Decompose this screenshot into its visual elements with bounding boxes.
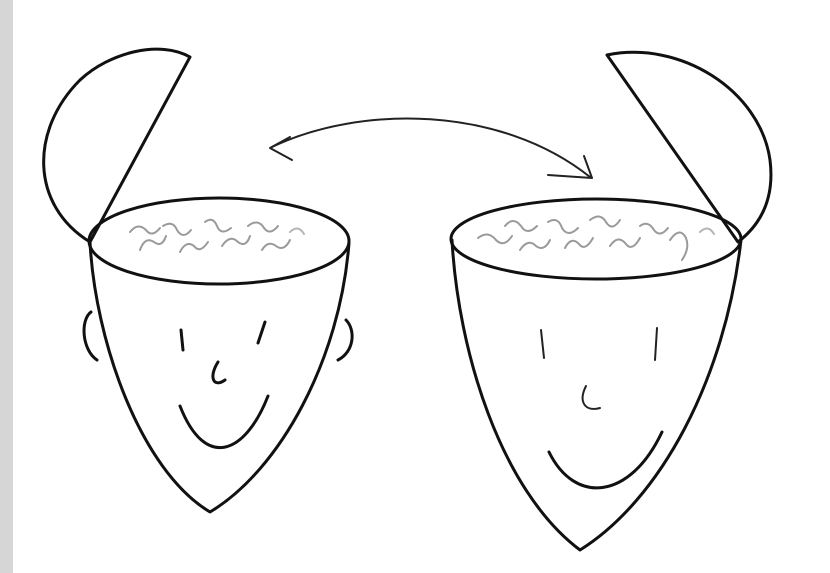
left-head-nose — [213, 362, 225, 383]
right-head-face — [452, 240, 741, 550]
swap-arrow — [270, 119, 592, 178]
right-head-lid — [607, 52, 771, 242]
left-head-brain — [130, 220, 304, 252]
left-head-eye-left — [181, 330, 183, 350]
left-head-smile — [180, 396, 268, 448]
left-head — [44, 49, 352, 512]
left-head-opening — [89, 198, 349, 284]
left-head-ear-left — [84, 312, 97, 360]
left-head-eye-right — [258, 322, 265, 343]
right-head-nose — [583, 386, 600, 409]
right-head-brain — [478, 216, 714, 260]
right-head-eye-left — [541, 330, 544, 358]
right-head-eye-right — [655, 328, 657, 360]
right-head — [451, 52, 771, 550]
left-head-ear-right — [338, 320, 352, 360]
right-head-smile — [549, 432, 662, 488]
